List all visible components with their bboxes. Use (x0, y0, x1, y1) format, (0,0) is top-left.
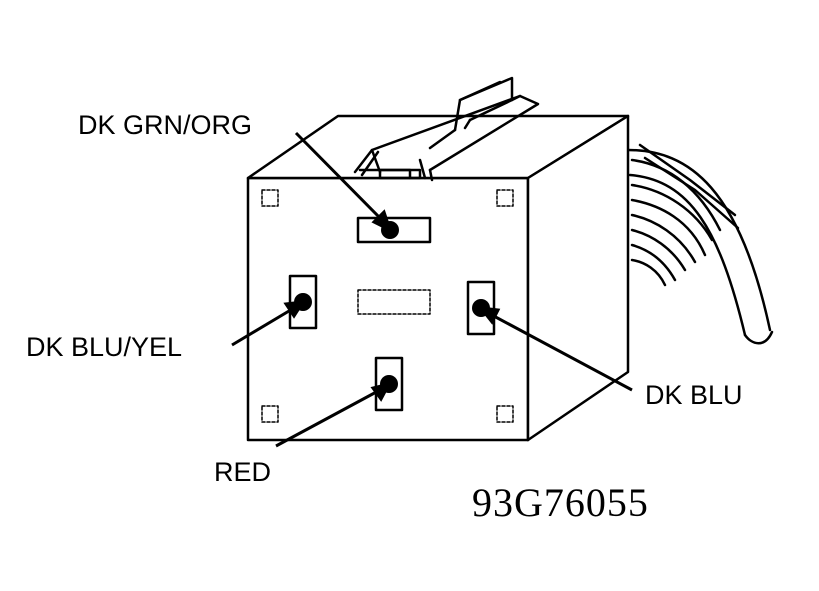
label-dk-blu-yel: DK BLU/YEL (26, 332, 183, 362)
terminal-slots (288, 216, 496, 412)
corner-marks (261, 189, 514, 423)
label-red: RED (214, 457, 272, 487)
label-dk-grn-org: DK GRN/ORG (78, 110, 253, 140)
wire-harness (626, 143, 774, 345)
figure-code: 93G76055 (472, 480, 649, 525)
leader-lines (231, 131, 633, 448)
label-dk-blu: DK BLU (645, 380, 743, 410)
connector-body (246, 76, 630, 442)
